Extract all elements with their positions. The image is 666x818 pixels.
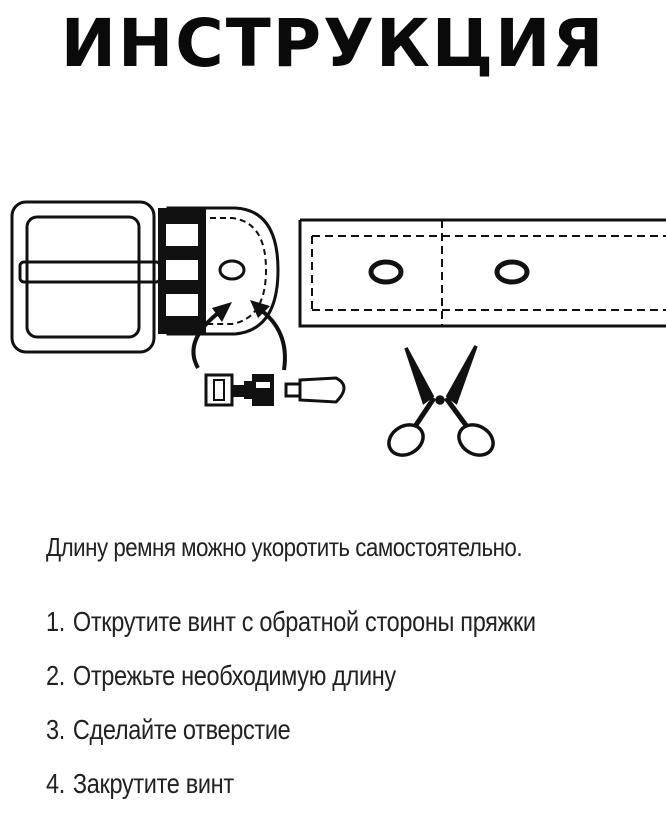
step-number: 2. xyxy=(46,660,65,691)
page-title: ИНСТРУКЦИЯ xyxy=(60,5,606,82)
step-item: 2.Отрежьте необходимую длину xyxy=(46,654,567,708)
screwdriver-icon xyxy=(284,376,346,404)
step-text: Открутите винт с обратной стороны пряжки xyxy=(72,606,536,637)
belt-instruction-illustration xyxy=(10,200,666,457)
step-text: Отрежьте необходимую длину xyxy=(72,660,396,691)
screw-icon xyxy=(204,373,274,407)
scissors-icon xyxy=(387,345,495,457)
step-text: Сделайте отверстие xyxy=(72,714,291,745)
belt-buckle-icon xyxy=(10,200,162,354)
step-item: 1.Открутите винт с обратной стороны пряж… xyxy=(46,600,567,654)
steps-list: 1.Открутите винт с обратной стороны пряж… xyxy=(46,600,666,816)
step-number: 1. xyxy=(46,606,65,637)
step-number: 3. xyxy=(46,714,65,745)
step-number: 4. xyxy=(46,768,65,799)
belt-strap-icon xyxy=(298,218,666,328)
step-item: 4.Закрутите винт xyxy=(46,762,567,816)
belt-end-icon xyxy=(158,206,280,336)
step-text: Закрутите винт xyxy=(72,768,234,799)
intro-text: Длину ремня можно укоротить самостоятель… xyxy=(46,532,523,562)
step-item: 3.Сделайте отверстие xyxy=(46,708,567,762)
